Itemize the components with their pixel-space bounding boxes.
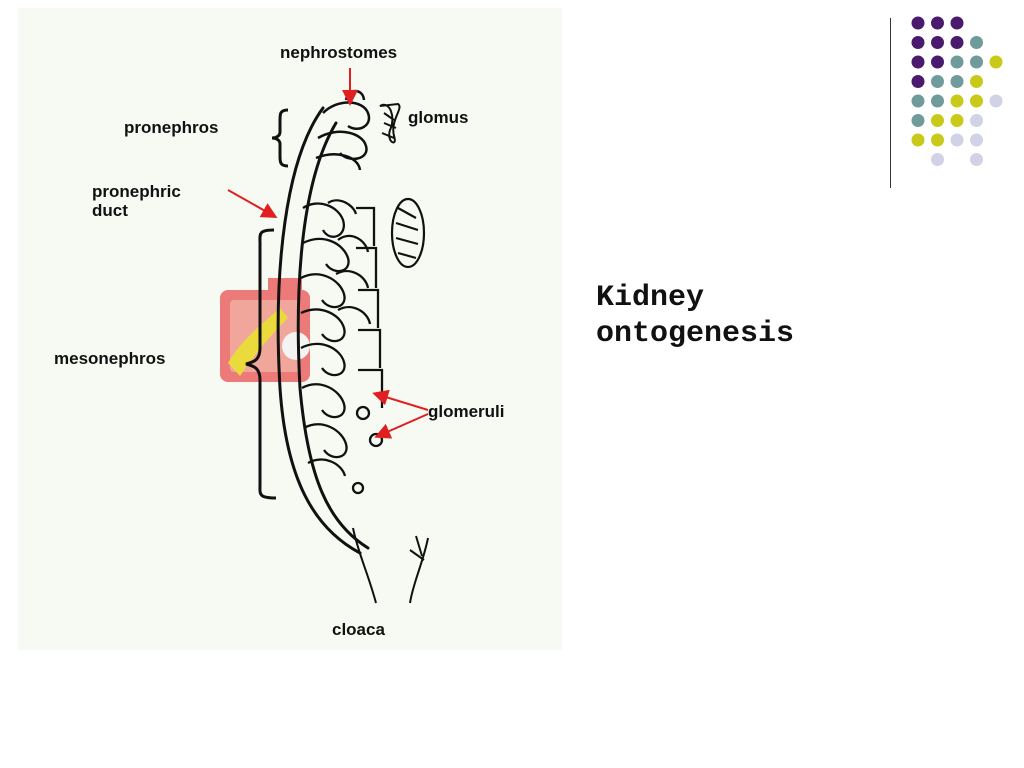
mesonephros-bracket: [245, 228, 277, 500]
decorative-dot: [970, 153, 983, 166]
decorative-dot: [931, 36, 944, 49]
cloaca-structure: [352, 527, 429, 604]
decorative-dot: [950, 114, 964, 127]
label-duct: duct: [92, 201, 128, 220]
slide-title-line-2: ontogenesis: [596, 317, 795, 351]
label-arrows: [227, 68, 429, 439]
decorative-dot: [950, 94, 964, 108]
decorative-dot: [970, 114, 983, 127]
pronephros-brace: [271, 108, 289, 168]
glomeruli-arrow-2: [374, 413, 429, 439]
decorative-divider: [890, 18, 891, 188]
decorative-dot: [911, 75, 925, 88]
decorative-dot: [931, 153, 944, 166]
decorative-dot: [950, 36, 964, 49]
decorative-dot: [911, 114, 925, 127]
decorative-dot: [931, 94, 944, 108]
decorative-dot: [931, 75, 944, 88]
decorative-dot: [931, 114, 944, 127]
kidney-diagram-drawing: nephrostomes pronephros glomus pronephri…: [54, 43, 505, 639]
pronephric-duct-outline: [276, 106, 370, 555]
book-stamp-icon: [220, 278, 310, 382]
glomus-structure: [379, 102, 401, 144]
slide-title: Kidney ontogenesis: [596, 280, 896, 352]
label-glomus: glomus: [408, 108, 468, 127]
decorative-dot: [911, 94, 925, 108]
decorative-dot: [931, 133, 944, 147]
label-glomeruli: glomeruli: [428, 402, 505, 421]
label-cloaca: cloaca: [332, 620, 385, 639]
decorative-dot-grid: [911, 16, 1003, 166]
kidney-diagram: nephrostomes pronephros glomus pronephri…: [18, 8, 562, 650]
decorative-dot: [911, 55, 925, 69]
decorative-dot: [970, 94, 983, 108]
decorative-dot: [911, 133, 925, 147]
decorative-dot: [931, 16, 944, 30]
decorative-dot: [950, 16, 964, 30]
mesonephros-tubules: [300, 199, 384, 495]
pronephros-tubules: [315, 89, 371, 171]
decorative-dot: [911, 36, 925, 49]
slide-title-line-1: Kidney: [596, 281, 705, 315]
pronephric-duct-arrow: [227, 189, 278, 218]
decorative-dot: [931, 55, 944, 69]
label-mesonephros: mesonephros: [54, 349, 165, 368]
decorative-dot: [970, 36, 983, 49]
label-nephrostomes: nephrostomes: [280, 43, 397, 62]
decorative-dot: [989, 55, 1003, 69]
glomeruli-arrow-1: [372, 389, 429, 411]
decorative-dot: [970, 75, 983, 88]
decorative-dot: [950, 133, 964, 147]
decorative-dot: [970, 55, 983, 69]
decorative-dot: [950, 55, 964, 69]
decorative-dot: [970, 133, 983, 147]
glomus-lower: [390, 197, 426, 269]
label-pronephros: pronephros: [124, 118, 218, 137]
decorative-dot: [950, 75, 964, 88]
label-pronephric: pronephric: [92, 182, 181, 201]
decorative-dot: [989, 94, 1003, 108]
decorative-dot: [911, 16, 925, 30]
